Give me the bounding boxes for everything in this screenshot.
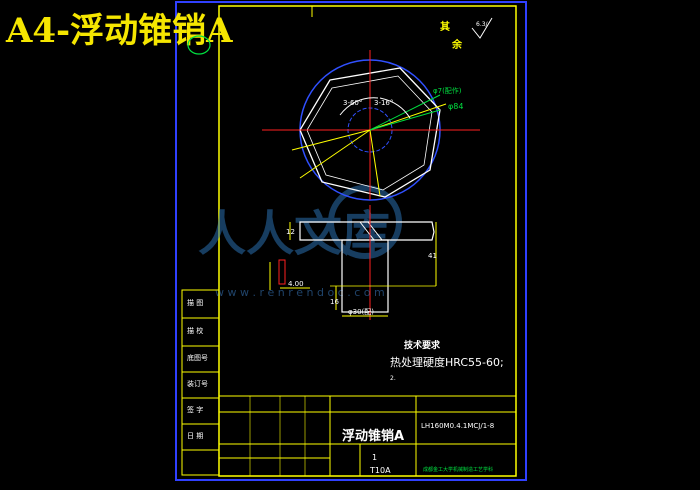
- left-cell-0: 描 图: [187, 298, 203, 307]
- company-name: 成都金工大学机械制造工艺学科: [423, 466, 493, 473]
- left-cell-5: 日 期: [187, 432, 203, 440]
- tech-line2: 2.: [390, 375, 396, 382]
- left-column-table: 描 图 描 校 底图号 装订号 签 字 日 期: [181, 289, 220, 476]
- title-block: 浮动锥销A LH160M0.4.1MCJ/1-8 T10A 1 成都金工大学机械…: [218, 395, 517, 477]
- tech-line1: 热处理硬度HRC55-60;: [390, 355, 504, 369]
- part-name: 浮动锥销A: [342, 428, 404, 444]
- rest-label-1: 其: [440, 20, 450, 33]
- angle-arc-left: [339, 97, 379, 116]
- page-title: A4-浮动锥销A: [5, 11, 233, 51]
- title-block-frame: [218, 395, 517, 477]
- detail-width-label: 4.00: [288, 280, 304, 288]
- angle-right-label: 3-16°: [374, 99, 393, 107]
- angle-left-label: 3-60°: [343, 99, 362, 107]
- material: T10A: [369, 466, 391, 475]
- left-cell-1: 描 校: [187, 326, 203, 335]
- drawing-number: LH160M0.4.1MCJ/1-8: [421, 422, 494, 430]
- left-cell-3: 装订号: [187, 379, 208, 388]
- surface-mark-label: 6.3/: [476, 21, 489, 28]
- left-cell-2: 底图号: [187, 353, 208, 362]
- leader-c: [369, 129, 381, 197]
- side-view: 12 41 φ30(配) 16: [286, 205, 437, 320]
- surface-roughness-icon: 6.3/: [471, 17, 493, 39]
- dim-base-label: φ30(配): [348, 308, 374, 316]
- detail-pin: [278, 259, 286, 285]
- pin-body: [341, 239, 389, 313]
- rest-label-2: 余: [451, 38, 463, 51]
- hex-outline: [299, 67, 441, 198]
- dim-12-label: 12: [286, 228, 295, 236]
- leader-d: [369, 103, 447, 131]
- leader-a: [291, 129, 371, 151]
- angle-arc-right: [379, 97, 411, 119]
- left-cell-4: 签 字: [187, 405, 203, 414]
- left-column-frame: [181, 289, 220, 476]
- dia-fit-label: φ7(配作): [433, 86, 462, 95]
- flange-profile: [299, 221, 435, 241]
- dim-16-label: 16: [330, 298, 339, 306]
- detail-view: 4.00: [269, 259, 310, 290]
- watermark-text: 人人文库: [198, 206, 390, 262]
- leader-b: [299, 129, 371, 179]
- green-balloon-marker: [187, 35, 211, 55]
- leader-f: [369, 109, 441, 131]
- flange-chamfer-a: [359, 221, 375, 241]
- dia-84-label: φ84: [448, 102, 463, 111]
- quantity: 1: [372, 453, 377, 462]
- sheet-outer-border: [175, 1, 527, 481]
- leader-e: [369, 94, 441, 131]
- dim-41-label: 41: [428, 252, 437, 260]
- hex-inner-outline: [306, 75, 433, 191]
- top-view: 3-60° 3-16° φ7(配作) φ84: [262, 50, 480, 201]
- tech-heading: 技术要求: [404, 339, 441, 351]
